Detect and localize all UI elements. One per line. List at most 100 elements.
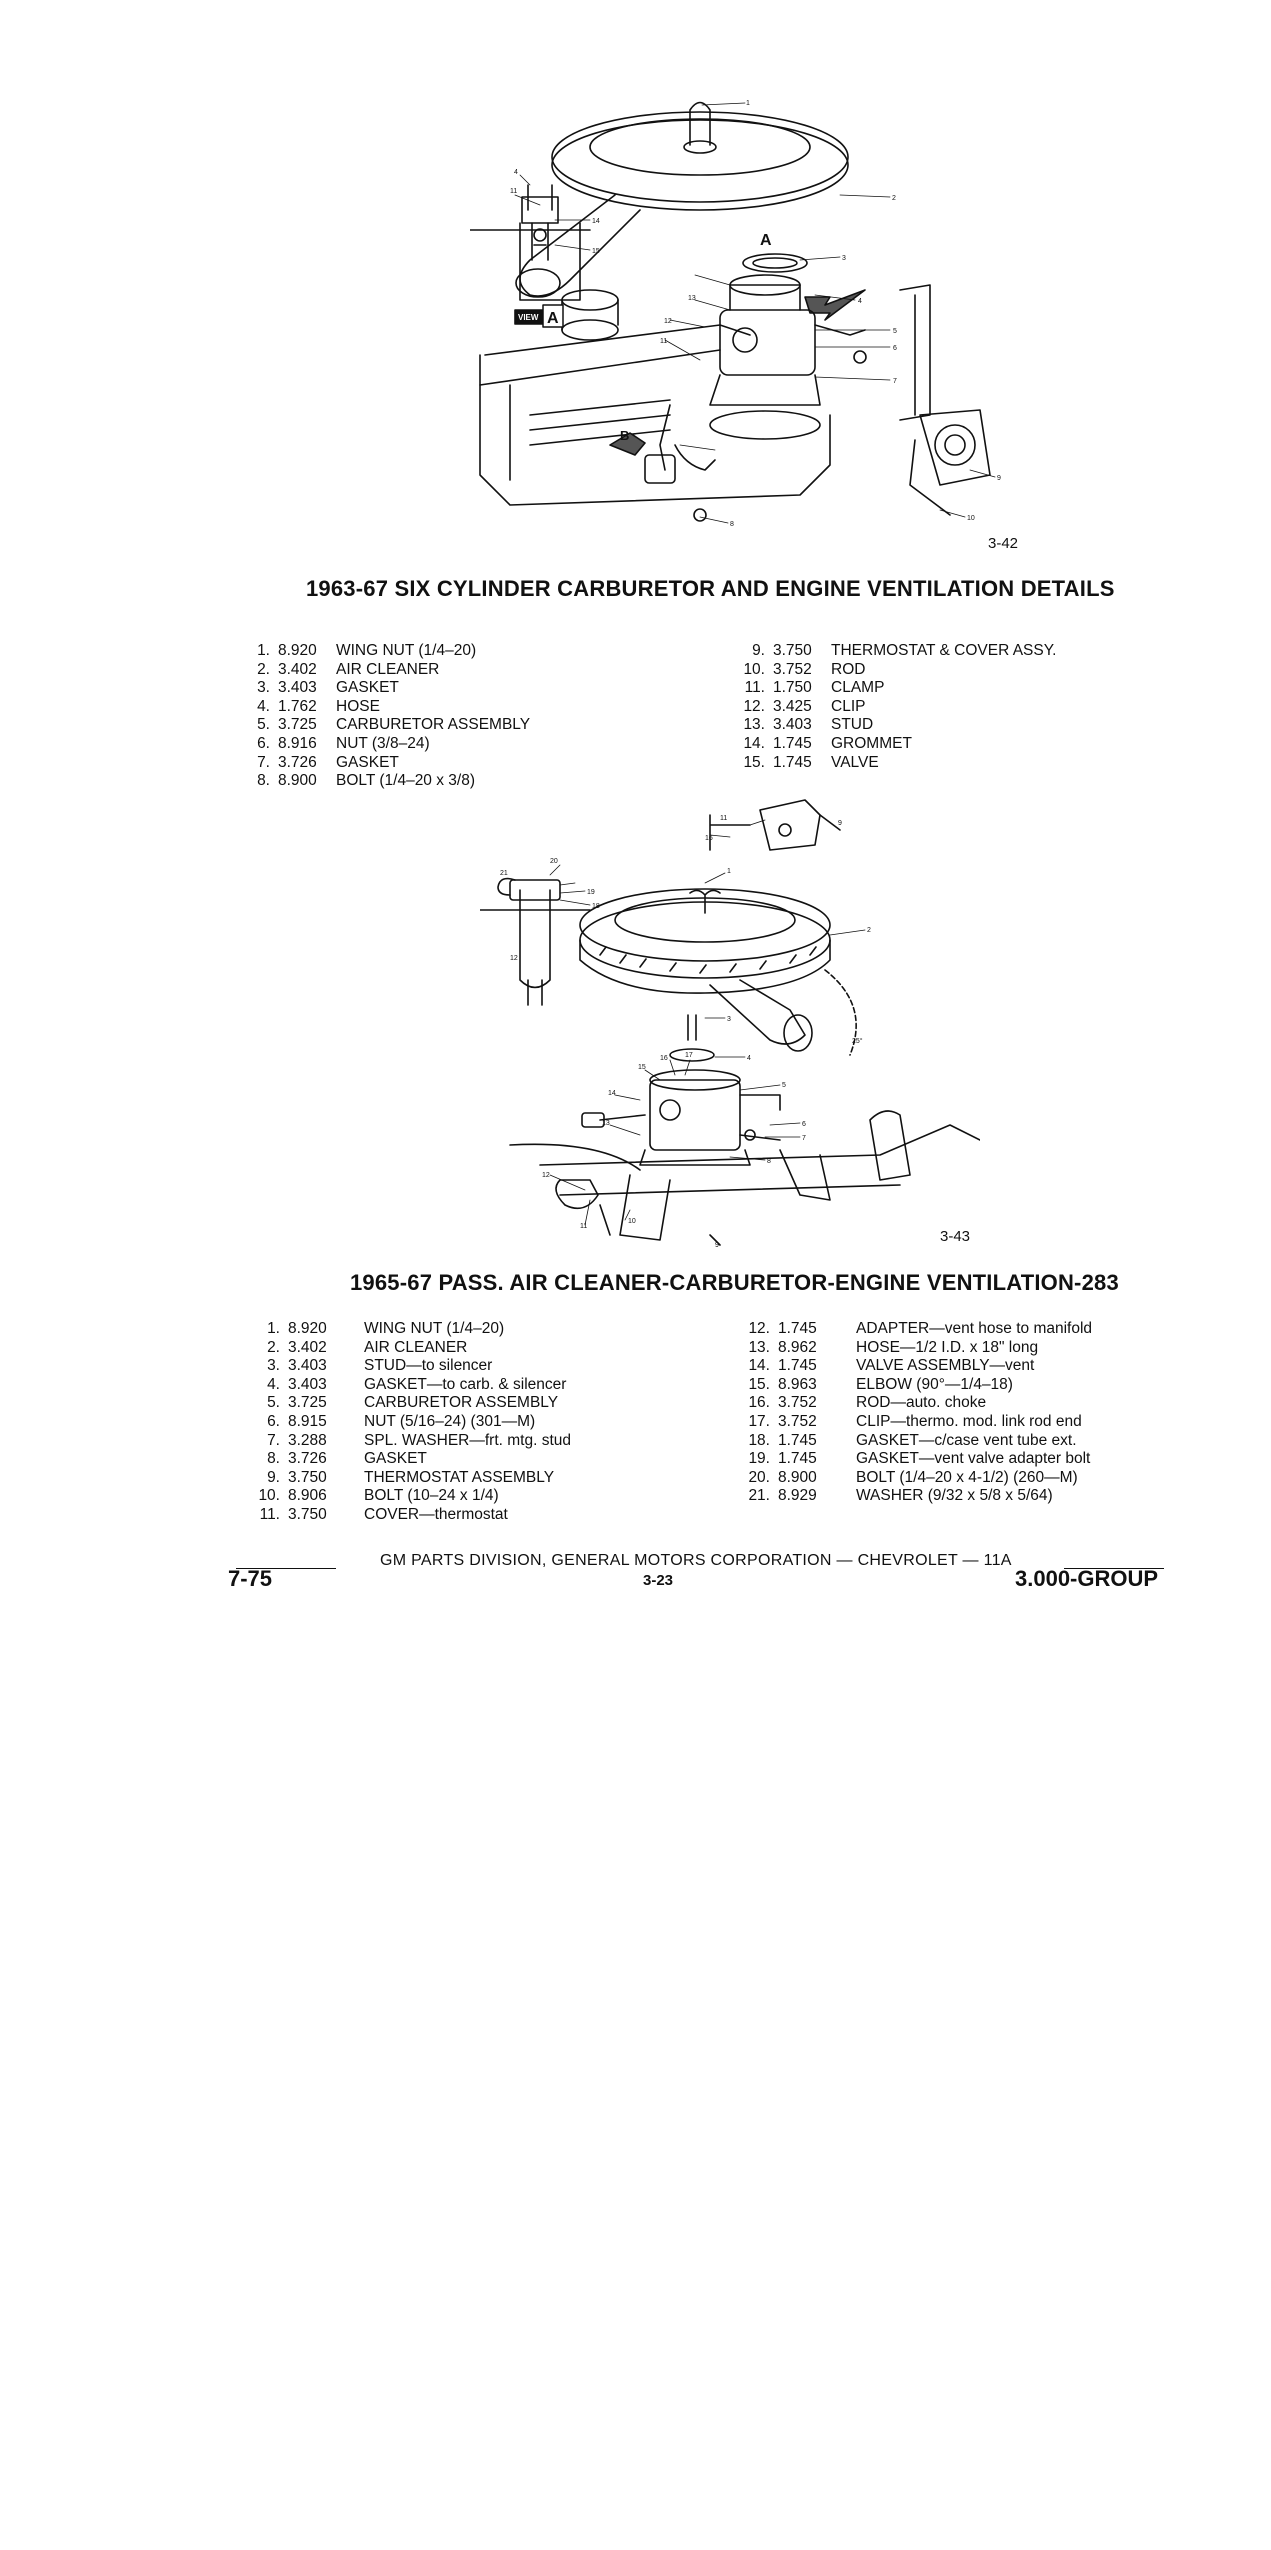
part-description: ADAPTER—vent hose to manifold (856, 1320, 1093, 1337)
part-group-code: 3.752 (778, 1394, 817, 1412)
part-number: 8. (267, 1450, 280, 1468)
part-description: NUT (3/8–24) (336, 734, 430, 752)
part-description: ROD—auto. choke (856, 1394, 987, 1412)
part-description: STUD—to silencer (364, 1357, 493, 1375)
part-group-code: 8.963 (778, 1375, 817, 1393)
svg-text:12: 12 (664, 318, 672, 325)
part-group-code: 3.402 (288, 1338, 327, 1356)
part-number: 4. (257, 697, 270, 715)
svg-text:17: 17 (685, 1052, 693, 1059)
part-number: 19. (748, 1450, 770, 1468)
part-description: BOLT (1/4–20 x 4-1/2) (260—M) (856, 1468, 1078, 1486)
svg-text:21: 21 (500, 870, 508, 877)
part-group-code: 3.750 (288, 1468, 327, 1486)
part-description: HOSE—1/2 I.D. x 18" long (856, 1338, 1039, 1356)
part-description: VALVE ASSEMBLY—vent (856, 1357, 1035, 1375)
part-description: CARBURETOR ASSEMBLY (364, 1394, 559, 1412)
part-group-code: 1.745 (778, 1431, 817, 1449)
part-description: THERMOSTAT ASSEMBLY (364, 1468, 555, 1486)
part-group-code: 1.745 (778, 1450, 817, 1468)
part-group-code: 1.762 (278, 697, 317, 715)
svg-text:A: A (760, 232, 772, 249)
footer-rule-right (1064, 1568, 1164, 1569)
svg-text:8: 8 (730, 521, 734, 528)
figure-number: 3-43 (940, 1228, 971, 1245)
part-number: 18. (748, 1431, 770, 1449)
part-number: 10. (743, 660, 765, 678)
arrow-b (609, 432, 646, 456)
svg-text:11: 11 (660, 338, 667, 345)
svg-text:6: 6 (802, 1121, 806, 1128)
wing-nut-detail-drawing (480, 877, 591, 1006)
svg-text:7: 7 (893, 378, 897, 385)
part-group-code: 8.906 (288, 1487, 327, 1505)
svg-text:7: 7 (802, 1135, 806, 1142)
part-group-code: 3.403 (288, 1375, 327, 1393)
part-group-code: 8.962 (778, 1338, 817, 1356)
part-group-code: 1.745 (778, 1320, 817, 1337)
part-number: 21. (748, 1487, 770, 1505)
part-group-code: 1.750 (773, 679, 812, 697)
part-number: 7. (267, 1431, 280, 1449)
footer-date: 7-75 (228, 1566, 273, 1591)
part-description: GASKET—to carb. & silencer (364, 1375, 567, 1393)
part-number: 15. (743, 753, 765, 771)
svg-text:8: 8 (767, 1158, 771, 1165)
part-number: 7. (257, 753, 270, 771)
air-cleaner-283-illustration: 1 2 3 4 5 6 7 8 9 10 11 12 13 14 15 16 1… (480, 799, 980, 1249)
view-a-label: VIEW A (514, 304, 564, 328)
part-group-code: 3.402 (278, 660, 317, 678)
svg-text:2: 2 (892, 195, 896, 202)
part-description: GASKET (336, 753, 399, 771)
footer-rule-left (236, 1568, 336, 1569)
part-group-code: 3.403 (773, 716, 812, 734)
part-group-code: 1.745 (773, 734, 812, 752)
svg-text:9: 9 (715, 1242, 719, 1249)
part-group-code: 1.745 (778, 1357, 817, 1375)
part-description: GASKET—c/case vent tube ext. (856, 1431, 1077, 1449)
part-number: 13. (743, 716, 765, 734)
svg-text:10: 10 (628, 1218, 636, 1225)
parts-list-row: 18. 1.745 GASKET—c/case vent tube ext. (730, 1432, 1176, 1451)
part-number: 6. (267, 1412, 280, 1430)
part-description: VALVE (831, 753, 879, 771)
part-number: 16. (748, 1394, 770, 1412)
svg-text:4: 4 (514, 169, 518, 176)
part-description: SPL. WASHER—frt. mtg. stud (364, 1431, 572, 1449)
view-arrow-a (804, 289, 866, 321)
part-description: AIR CLEANER (336, 660, 440, 678)
part-number: 3. (267, 1357, 280, 1375)
svg-text:15: 15 (638, 1064, 646, 1071)
part-group-code: 8.920 (288, 1320, 327, 1337)
part-group-code: 3.403 (278, 679, 317, 697)
part-description: STUD (831, 716, 874, 734)
svg-text:19: 19 (587, 889, 595, 896)
part-number: 1. (267, 1320, 280, 1337)
figure-3-43: 1 2 3 4 5 6 7 8 9 10 11 12 13 14 15 16 1… (480, 795, 980, 1250)
svg-text:1: 1 (746, 100, 750, 107)
part-number: 12. (743, 697, 765, 715)
footer-publisher: GM PARTS DIVISION, GENERAL MOTORS CORPOR… (380, 1552, 1012, 1569)
part-description: COVER—thermostat (364, 1505, 508, 1523)
svg-text:A: A (547, 310, 559, 327)
svg-text:6: 6 (893, 345, 897, 352)
part-description: WASHER (9/32 x 5/8 x 5/64) (856, 1487, 1053, 1505)
